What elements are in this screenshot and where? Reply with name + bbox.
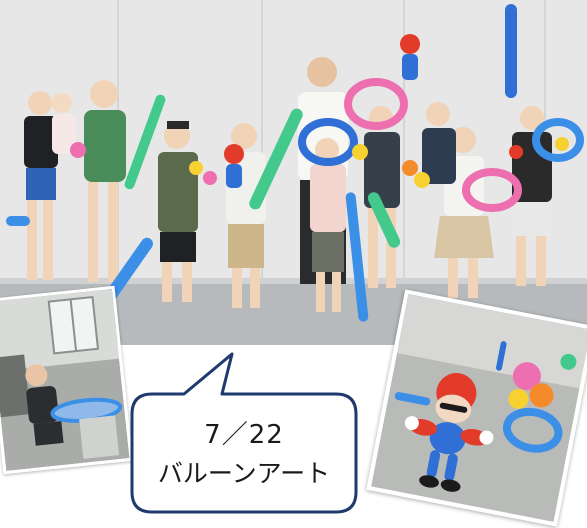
bottom-left-photo xyxy=(0,285,133,475)
main-group-photo xyxy=(0,0,587,345)
caption-speech-bubble: 7／22 バルーンアート xyxy=(126,352,362,518)
child-balloon-photo-graphic xyxy=(0,288,130,472)
bottom-right-photo xyxy=(366,289,587,527)
group-photo-graphic xyxy=(0,0,587,345)
event-title: バルーンアート xyxy=(157,459,331,488)
speech-bubble-shape xyxy=(130,352,358,514)
mario-balloon-photo-graphic xyxy=(371,294,587,522)
event-date: 7／22 xyxy=(204,420,284,450)
